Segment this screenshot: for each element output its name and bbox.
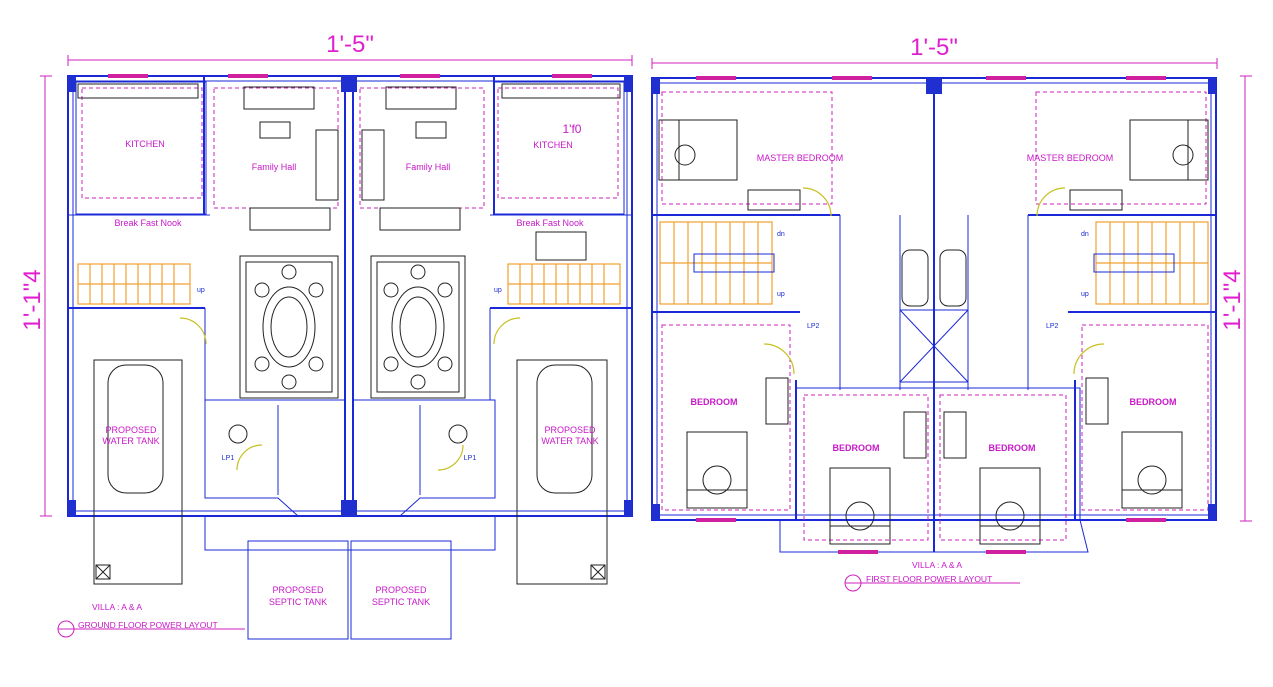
first-stair-left xyxy=(659,221,775,305)
water-tank-left-line1: PROPOSED xyxy=(105,425,157,435)
septic-tank-right xyxy=(350,540,452,640)
room-kitchen-right: KITCHEN xyxy=(533,140,573,150)
septic-left-line1: PROPOSED xyxy=(272,585,324,595)
bed-3 xyxy=(979,467,1041,545)
lp-label-ground-left: LP1 xyxy=(222,455,235,462)
room-family-hall-right: Family Hall xyxy=(406,162,451,172)
breakfast-table xyxy=(535,231,587,261)
bed-4 xyxy=(1121,431,1183,509)
ground-stair-left xyxy=(77,263,191,305)
water-tank-left-line2: WATER TANK xyxy=(102,436,159,446)
room-family-hall-left: Family Hall xyxy=(252,162,297,172)
first-stair-right xyxy=(1093,221,1209,305)
water-tank-right-line1: PROPOSED xyxy=(544,425,596,435)
room-master-bedroom-right: MASTER BEDROOM xyxy=(1027,153,1114,163)
septic-right-line1: PROPOSED xyxy=(375,585,427,595)
dining-table-left xyxy=(239,255,339,399)
septic-left-line2: SEPTIC TANK xyxy=(269,597,327,607)
up-label-first-left: up xyxy=(777,291,785,298)
room-master-bedroom-left: MASTER BEDROOM xyxy=(757,153,844,163)
sofa-left-side xyxy=(315,129,339,201)
room-bedroom-4: BEDROOM xyxy=(1130,397,1177,407)
lp-label-first-right: LP2 xyxy=(1046,323,1059,330)
dn-label-first-left: dn xyxy=(777,231,785,238)
first-width-dimension: 1'-5" xyxy=(910,34,958,61)
ground-floor-plan: 1'-5" 1'-1"4 xyxy=(19,31,633,640)
sofa-right-top xyxy=(385,86,457,110)
septic-right-line2: SEPTIC TANK xyxy=(372,597,430,607)
room-breakfast-left: Break Fast Nook xyxy=(114,218,182,228)
master-bed-left xyxy=(658,119,738,181)
septic-tank-left xyxy=(247,540,349,640)
ground-floor-title: GROUND FLOOR POWER LAYOUT xyxy=(78,620,218,630)
up-label-first-right: up xyxy=(1081,291,1089,298)
sofa-right-side xyxy=(361,129,385,201)
sofa-left-top xyxy=(243,86,315,110)
sofa-right-bottom xyxy=(379,207,461,231)
carport-left xyxy=(93,359,183,585)
room-bedroom-2: BEDROOM xyxy=(833,443,880,453)
master-bed-right xyxy=(1129,119,1209,181)
water-tank-right-line2: WATER TANK xyxy=(541,436,598,446)
first-height-dimension: 1'-1"4 xyxy=(1219,269,1246,330)
structural-columns xyxy=(68,76,1216,520)
first-floor-title: FIRST FLOOR POWER LAYOUT xyxy=(866,574,992,584)
up-label-ground-right: up xyxy=(494,287,502,294)
dn-label-first-right: dn xyxy=(1081,231,1089,238)
room-septic-left: PROPOSED SEPTIC TANK xyxy=(269,585,327,607)
room-bedroom-1: BEDROOM xyxy=(691,397,738,407)
bed-1 xyxy=(686,431,748,509)
ground-stair-right xyxy=(507,263,621,305)
first-villa-label: VILLA : A & A xyxy=(912,560,962,570)
ground-width-dimension: 1'-5" xyxy=(326,31,374,58)
up-label-ground-left: up xyxy=(197,287,205,294)
carport-right xyxy=(516,359,608,585)
lp-label-first-left: LP2 xyxy=(807,323,820,330)
room-kitchen-left: KITCHEN xyxy=(125,139,165,149)
bed-2 xyxy=(829,467,891,545)
room-septic-right: PROPOSED SEPTIC TANK xyxy=(372,585,430,607)
lp-label-ground-right: LP1 xyxy=(464,455,477,462)
window-markers xyxy=(108,74,1166,554)
ground-height-dimension: 1'-1"4 xyxy=(19,269,46,330)
room-bedroom-3: BEDROOM xyxy=(989,443,1036,453)
dining-table-right xyxy=(370,255,466,399)
sofa-left-bottom xyxy=(249,207,331,231)
first-floor-plan: 1'-5" 1'-1"4 xyxy=(651,34,1252,592)
room-breakfast-right: Break Fast Nook xyxy=(516,218,584,228)
ground-villa-label: VILLA : A & A xyxy=(92,602,142,612)
room-kitchen-right-tag: 1'f0 xyxy=(563,122,582,136)
